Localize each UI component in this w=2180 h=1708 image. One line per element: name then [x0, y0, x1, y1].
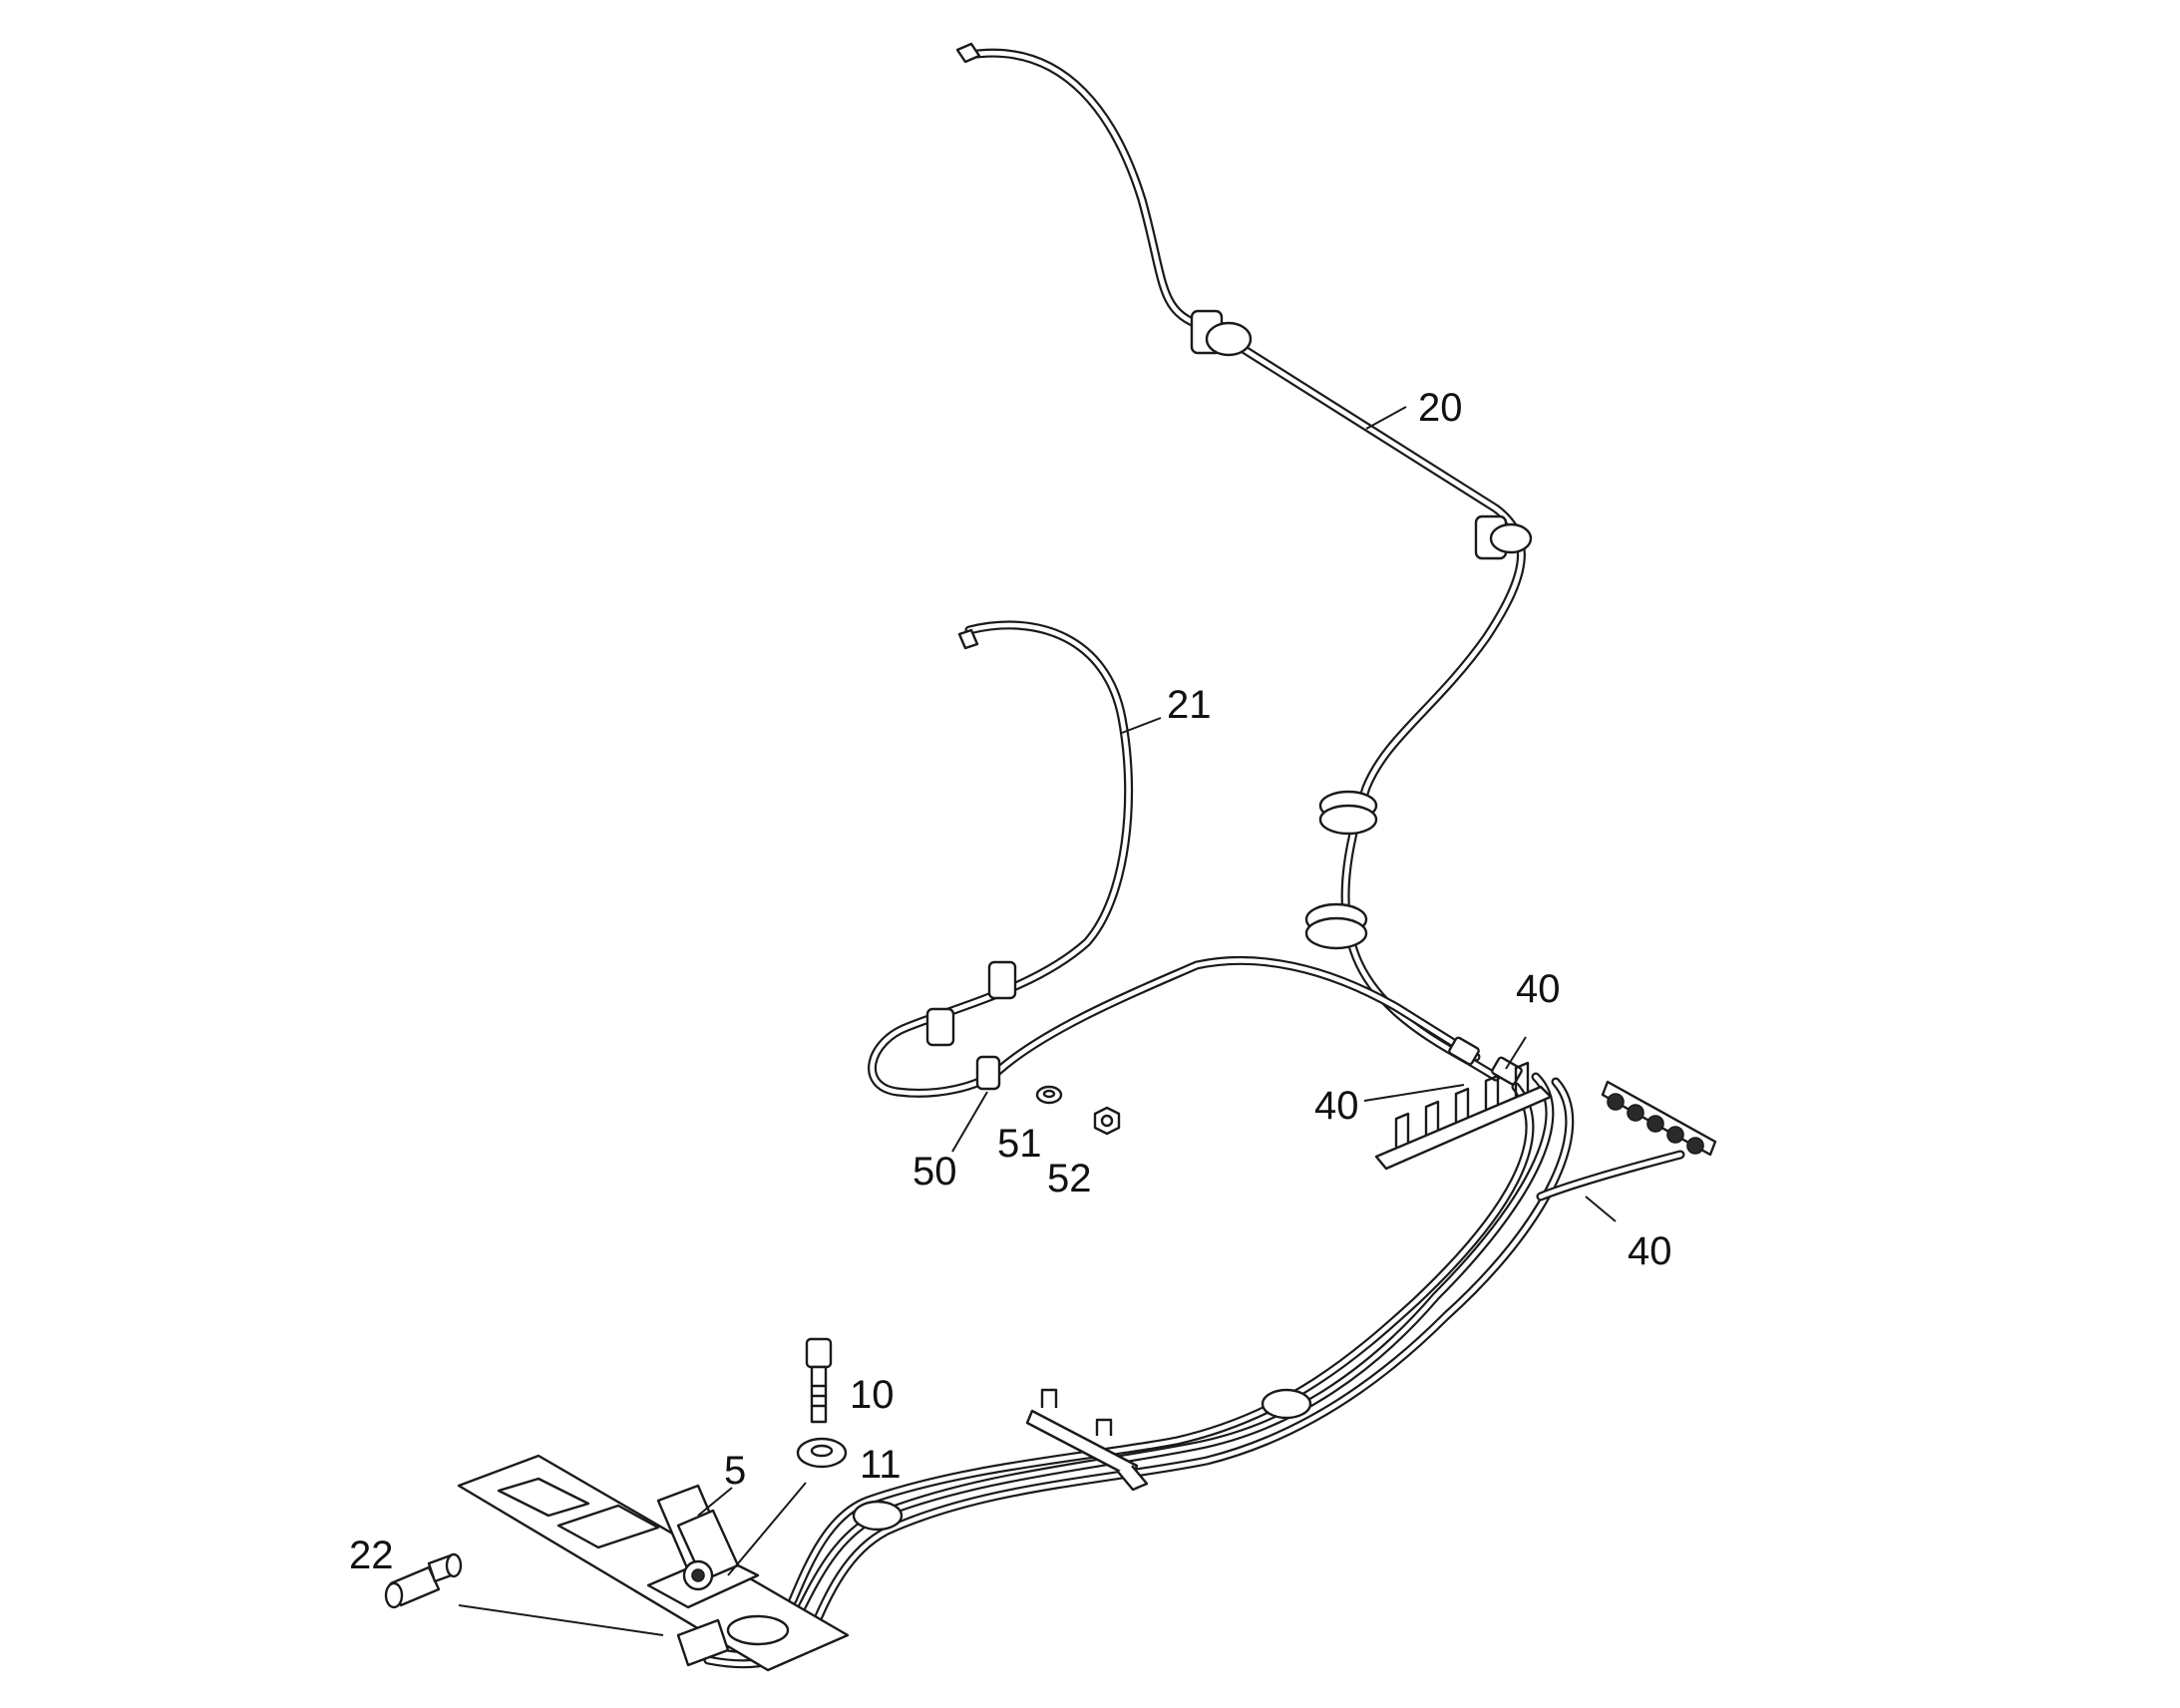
hose-20	[955, 42, 1533, 1082]
hose-21	[868, 620, 1481, 1098]
base-plate-5	[457, 1454, 850, 1672]
callout-52: 52	[1047, 1157, 1092, 1200]
callout-11: 11	[860, 1443, 902, 1487]
callout-50: 50	[912, 1150, 957, 1194]
callout-10: 10	[850, 1373, 895, 1417]
hose-bracket	[1374, 1061, 1553, 1171]
callout-51: 51	[997, 1122, 1042, 1166]
fitting-22	[384, 1552, 463, 1609]
callout-21: 21	[1167, 683, 1212, 727]
washer-51	[1035, 1085, 1063, 1105]
callout-40-right: 40	[1628, 1229, 1672, 1273]
bolt-10	[805, 1337, 833, 1424]
callout-5: 5	[724, 1449, 746, 1493]
callout-40-mid: 40	[1314, 1084, 1359, 1128]
callout-labels: 20 21 40 40 40 50 51 52 10 11 5 22	[349, 386, 1672, 1577]
manifold-40	[1536, 1080, 1717, 1201]
callout-22: 22	[349, 1534, 394, 1577]
nut-52	[1093, 1106, 1121, 1136]
leader-lines	[458, 406, 1617, 1636]
callout-20: 20	[1418, 386, 1463, 430]
callout-40-top: 40	[1516, 967, 1561, 1011]
lower-bracket	[1025, 1388, 1149, 1492]
washer-11	[796, 1437, 848, 1469]
